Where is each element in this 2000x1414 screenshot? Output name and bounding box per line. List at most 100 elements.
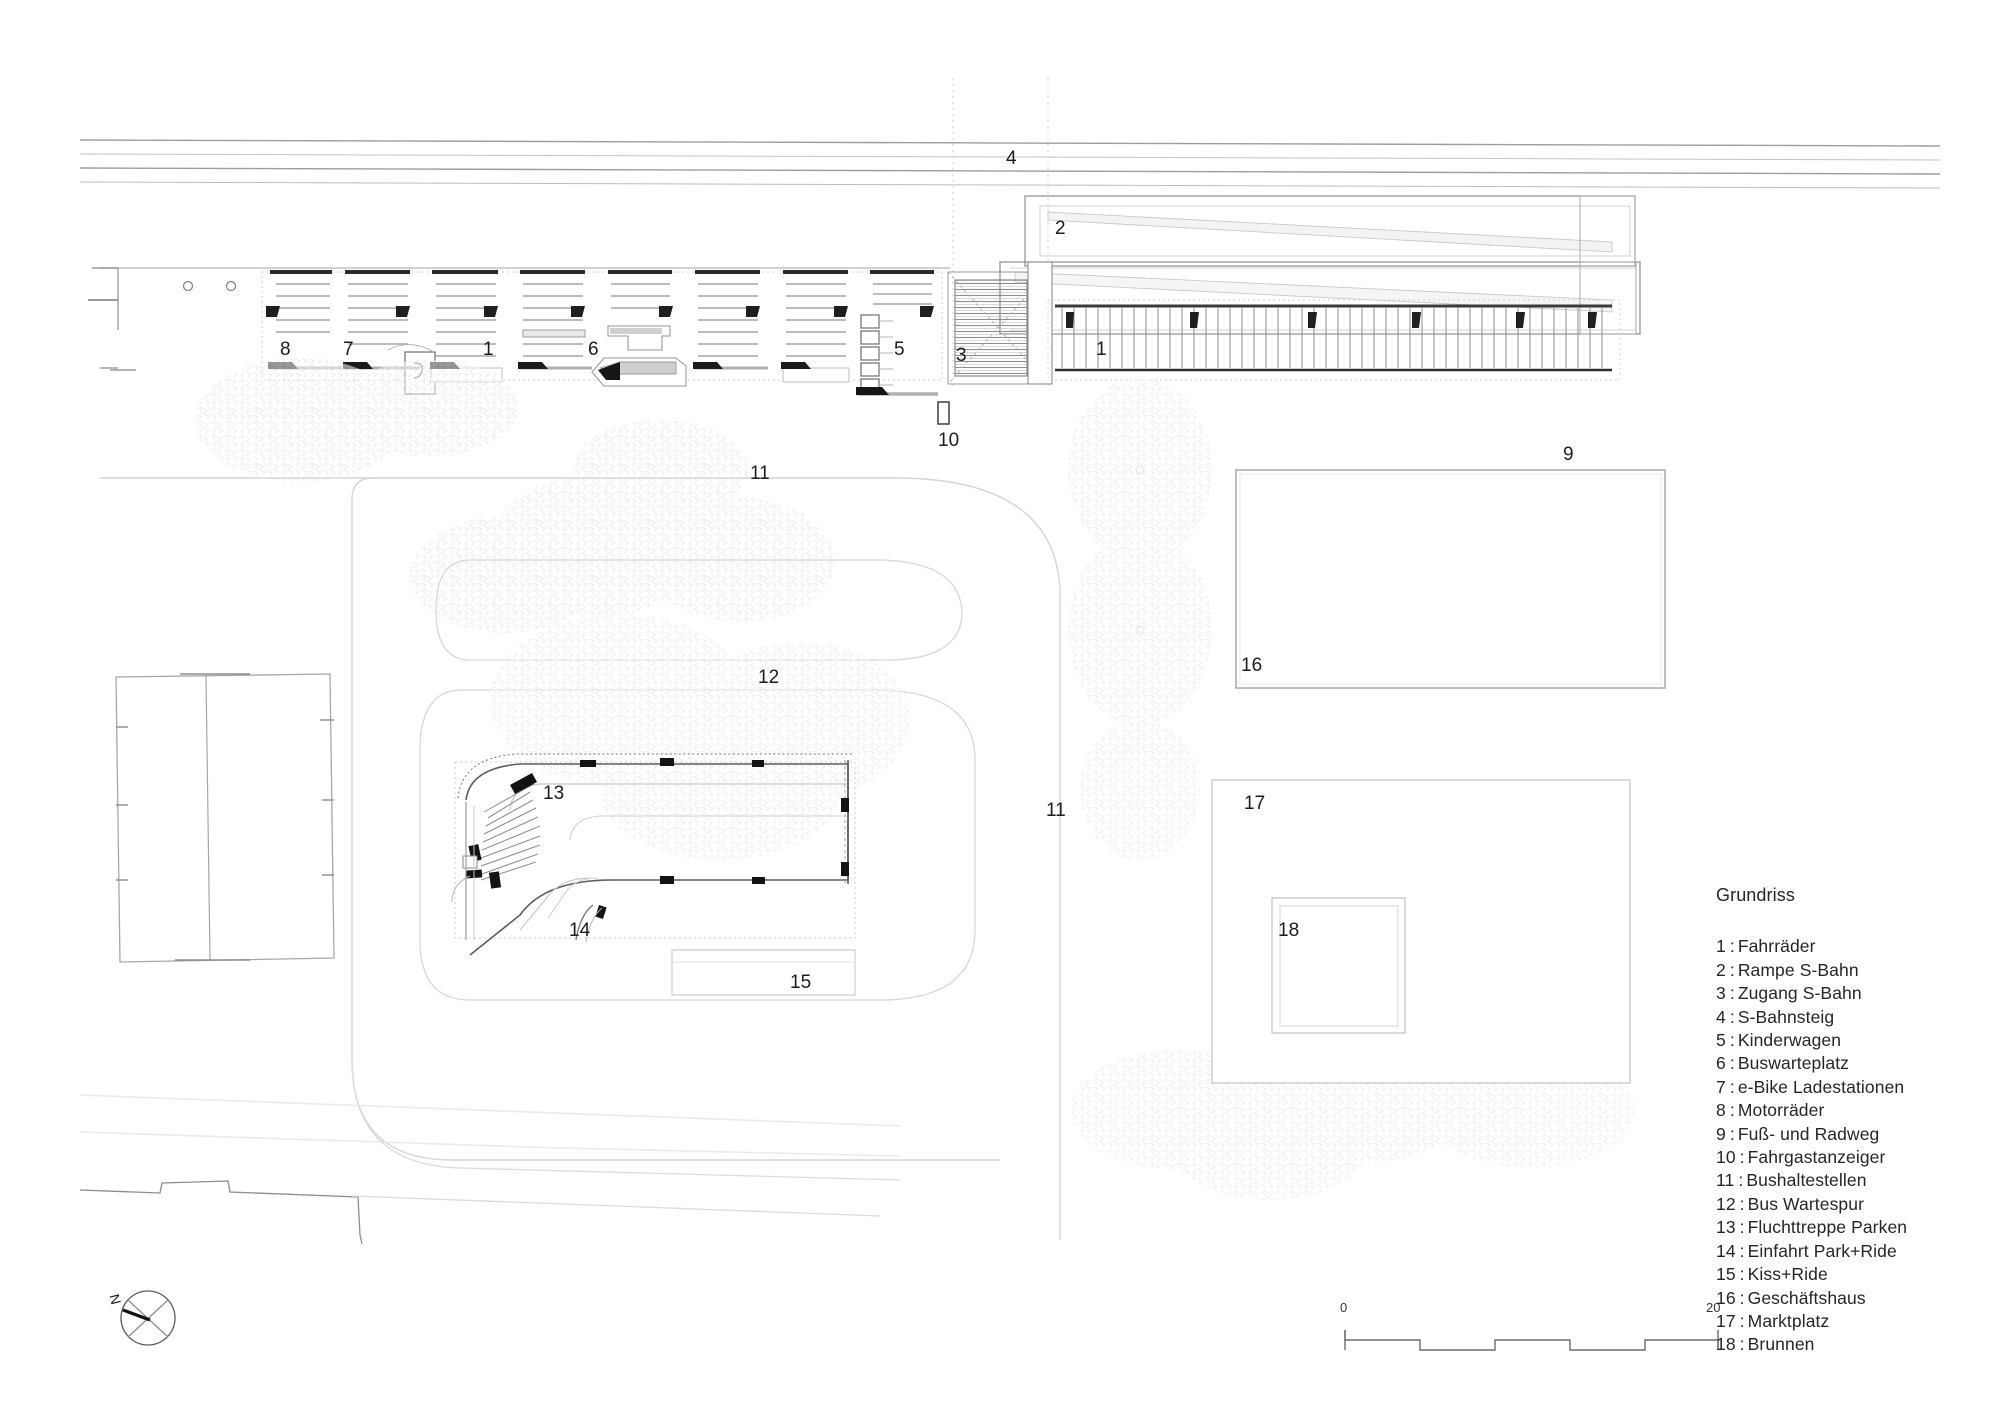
scale-bar — [1344, 1330, 1719, 1351]
legend-item-2: 2:Rampe S-Bahn — [1716, 959, 1966, 982]
callout-4: 4 — [1006, 148, 1017, 169]
legend-item-7: 7:e-Bike Ladestationen — [1716, 1076, 1966, 1099]
vegetation-band-north — [195, 358, 835, 633]
legend-item-separator: : — [1729, 936, 1735, 957]
south-path-curve — [351, 1059, 901, 1217]
legend-item-label: Fahrräder — [1737, 936, 1816, 957]
legend-item-8: 8:Motorräder — [1716, 1099, 1966, 1122]
legend-item-label: Fluchttreppe Parken — [1747, 1217, 1908, 1238]
legend-item-label: Fuß- und Radweg — [1737, 1123, 1880, 1144]
legend-item-6: 6:Buswarteplatz — [1716, 1052, 1966, 1075]
callout-11a: 11 — [750, 463, 770, 484]
legend-item-separator: : — [1729, 1053, 1735, 1074]
callout-2: 2 — [1055, 218, 1066, 239]
legend-item-separator: : — [1739, 1334, 1745, 1355]
bike-parking-right — [1047, 299, 1621, 381]
callout-1b: 1 — [1096, 339, 1107, 360]
legend-item-separator: : — [1739, 1240, 1745, 1261]
legend-item-label: Einfahrt Park+Ride — [1747, 1240, 1897, 1261]
legend-item-label: Geschäftshaus — [1747, 1287, 1866, 1308]
legend-item-number: 14 — [1716, 1240, 1736, 1261]
legend-item-label: Fahrgastanzeiger — [1747, 1147, 1886, 1168]
legend-item-separator: : — [1739, 1264, 1745, 1285]
legend-item-label: S-Bahnsteig — [1737, 1006, 1835, 1027]
legend-item-separator: : — [1738, 1170, 1744, 1191]
legend-item-9: 9:Fuß- und Radweg — [1716, 1123, 1966, 1146]
legend-item-number: 1 — [1716, 936, 1726, 957]
legend-item-label: Buswarteplatz — [1737, 1053, 1850, 1074]
bus-waiting-lane-12 — [419, 559, 976, 1001]
compass-rose: N — [106, 1290, 176, 1346]
legend-item-4: 4:S-Bahnsteig — [1716, 1006, 1966, 1029]
legend-item-separator: : — [1739, 1193, 1745, 1214]
legend-item-number: 2 — [1716, 959, 1726, 980]
legend-item-number: 12 — [1716, 1193, 1736, 1214]
legend-item-3: 3:Zugang S-Bahn — [1716, 982, 1966, 1005]
scalebar-start-label: 0 — [1340, 1300, 1348, 1315]
southwest-roads — [79, 1094, 901, 1245]
legend-item-separator: : — [1729, 1100, 1735, 1121]
vegetation-clusters-central — [490, 614, 910, 860]
legend-item-separator: : — [1739, 1287, 1745, 1308]
legend-item-number: 13 — [1716, 1217, 1736, 1238]
callout-11b: 11 — [1046, 800, 1066, 821]
legend-item-separator: : — [1739, 1217, 1745, 1238]
legend-item-12: 12:Bus Wartespur — [1716, 1193, 1966, 1216]
callout-17: 17 — [1244, 793, 1266, 814]
legend-item-number: 11 — [1716, 1170, 1735, 1191]
legend-item-5: 5:Kinderwagen — [1716, 1029, 1966, 1052]
legend-item-number: 5 — [1716, 1030, 1726, 1051]
legend-item-separator: : — [1739, 1310, 1745, 1331]
vegetation-column-right — [1068, 378, 1212, 860]
legend-item-label: Bushaltestellen — [1746, 1170, 1867, 1191]
callout-12: 12 — [758, 667, 780, 688]
legend-item-number: 8 — [1716, 1100, 1726, 1121]
scalebar-end-label: 20 — [1706, 1300, 1721, 1315]
legend-item-number: 3 — [1716, 983, 1726, 1004]
legend-item-number: 15 — [1716, 1264, 1736, 1285]
callout-10: 10 — [938, 430, 960, 451]
callout-9: 9 — [1563, 444, 1574, 465]
ramp-s-bahn — [1024, 195, 1636, 267]
legend-item-label: e-Bike Ladestationen — [1737, 1076, 1905, 1097]
s-bahn-platform-group — [79, 139, 1941, 189]
callout-15: 15 — [790, 972, 812, 993]
legend-item-number: 10 — [1716, 1147, 1736, 1168]
legend-item-label: Marktplatz — [1747, 1310, 1830, 1331]
legend-item-number: 9 — [1716, 1123, 1726, 1144]
fahrgastanzeiger-icon — [937, 401, 950, 425]
callout-16: 16 — [1241, 655, 1263, 676]
callout-13: 13 — [543, 783, 565, 804]
legend-item-label: Kiss+Ride — [1747, 1264, 1828, 1285]
callout-7: 7 — [343, 339, 354, 360]
svg-text:N: N — [106, 1292, 124, 1306]
callout-8: 8 — [280, 339, 291, 360]
legend-item-label: Bus Wartespur — [1747, 1193, 1865, 1214]
bike-parking-left-field — [88, 267, 950, 381]
legend-item-number: 18 — [1716, 1334, 1736, 1355]
legend-item-separator: : — [1729, 1006, 1735, 1027]
callout-14: 14 — [569, 920, 591, 941]
callout-5: 5 — [894, 339, 905, 360]
legend-item-label: Kinderwagen — [1737, 1030, 1842, 1051]
legend-item-separator: : — [1739, 1147, 1745, 1168]
legend-item-1: 1:Fahrräder — [1716, 935, 1966, 958]
legend-item-14: 14:Einfahrt Park+Ride — [1716, 1240, 1966, 1263]
kiss-and-ride — [671, 949, 856, 996]
legend-item-10: 10:Fahrgastanzeiger — [1716, 1146, 1966, 1169]
legend-item-18: 18:Brunnen — [1716, 1333, 1966, 1356]
park-and-ride-structure — [451, 753, 856, 956]
callout-18: 18 — [1278, 920, 1300, 941]
legend-item-15: 15:Kiss+Ride — [1716, 1263, 1966, 1286]
legend-title: Grundriss — [1716, 885, 1795, 905]
legend-item-label: Zugang S-Bahn — [1737, 983, 1862, 1004]
left-building — [115, 673, 335, 963]
legend-item-17: 17:Marktplatz — [1716, 1310, 1966, 1333]
legend-item-label: Rampe S-Bahn — [1737, 959, 1859, 980]
callout-1a: 1 — [483, 339, 494, 360]
legend-item-number: 16 — [1716, 1287, 1736, 1308]
marktplatz — [1211, 779, 1631, 1084]
